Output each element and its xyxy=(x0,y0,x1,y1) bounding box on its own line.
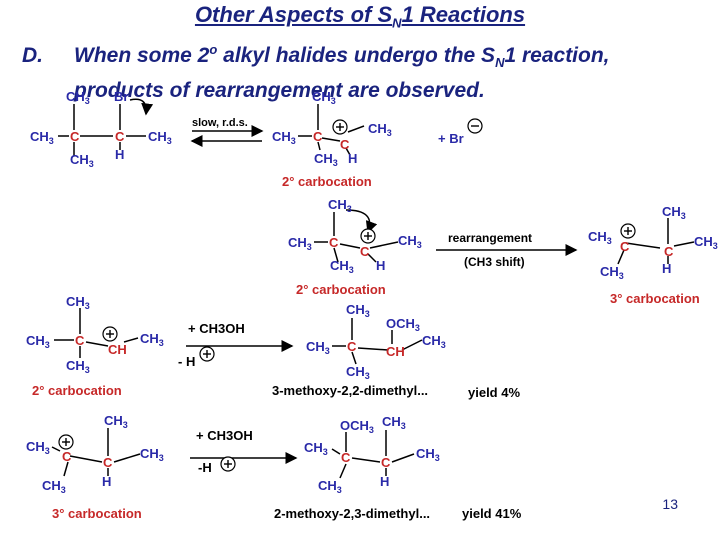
page-number: 13 xyxy=(662,496,678,512)
svg-text:C: C xyxy=(360,244,370,259)
svg-text:C: C xyxy=(329,235,339,250)
svg-text:CH3: CH3 xyxy=(318,478,342,495)
svg-text:CH3: CH3 xyxy=(314,151,338,168)
svg-text:CH3: CH3 xyxy=(588,229,612,246)
svg-text:CH3: CH3 xyxy=(26,333,50,350)
svg-text:C: C xyxy=(313,129,323,144)
svg-text:CH3: CH3 xyxy=(288,235,312,252)
svg-text:2° carbocation: 2° carbocation xyxy=(296,282,386,297)
svg-text:CH3: CH3 xyxy=(346,364,370,381)
svg-text:C: C xyxy=(341,450,351,465)
svg-text:C: C xyxy=(664,244,674,259)
svg-text:CH3: CH3 xyxy=(398,233,422,250)
svg-text:CH3: CH3 xyxy=(346,302,370,319)
point-d-heading: D.When some 2o alkyl halides undergo the… xyxy=(22,36,712,105)
svg-text:CH3: CH3 xyxy=(26,439,50,456)
svg-text:CH: CH xyxy=(386,344,405,359)
svg-text:C: C xyxy=(620,239,630,254)
svg-text:H: H xyxy=(376,258,385,273)
svg-text:CH3: CH3 xyxy=(70,152,94,169)
svg-text:C: C xyxy=(70,129,80,144)
svg-text:CH3: CH3 xyxy=(330,258,354,275)
svg-text:CH3: CH3 xyxy=(272,129,296,146)
svg-text:3° carbocation: 3° carbocation xyxy=(52,506,142,521)
svg-text:CH3: CH3 xyxy=(66,89,90,106)
svg-text:+ CH3OH: + CH3OH xyxy=(188,321,245,336)
heading-line-2: products of rearrangement are observed. xyxy=(74,79,485,103)
svg-text:C: C xyxy=(115,129,125,144)
svg-text:OCH3: OCH3 xyxy=(386,316,420,333)
svg-text:CH3: CH3 xyxy=(382,414,406,431)
svg-text:C: C xyxy=(62,449,72,464)
svg-text:CH3: CH3 xyxy=(368,121,392,138)
svg-text:CH3: CH3 xyxy=(328,197,352,214)
svg-text:CH3: CH3 xyxy=(148,129,172,146)
svg-text:C: C xyxy=(103,455,113,470)
svg-text:+ Br: + Br xyxy=(438,131,464,146)
svg-text:CH3: CH3 xyxy=(104,413,128,430)
svg-text:3-methoxy-2,2-dimethyl...: 3-methoxy-2,2-dimethyl... xyxy=(272,383,428,398)
svg-text:CH: CH xyxy=(108,342,127,357)
svg-text:2° carbocation: 2° carbocation xyxy=(32,383,122,398)
svg-text:H: H xyxy=(380,474,389,489)
svg-text:C: C xyxy=(75,333,85,348)
svg-text:H: H xyxy=(662,261,671,276)
svg-text:CH3: CH3 xyxy=(694,234,718,251)
svg-text:CH3: CH3 xyxy=(416,446,440,463)
svg-text:CH3: CH3 xyxy=(30,129,54,146)
slide-title: Other Aspects of SN1 Reactions xyxy=(194,2,526,31)
svg-text:CH3: CH3 xyxy=(306,339,330,356)
svg-text:CH3: CH3 xyxy=(600,264,624,281)
svg-text:CH3: CH3 xyxy=(304,440,328,457)
svg-text:2-methoxy-2,3-dimethyl...: 2-methoxy-2,3-dimethyl... xyxy=(274,506,430,521)
svg-text:CH3: CH3 xyxy=(66,358,90,375)
svg-text:slow, r.d.s.: slow, r.d.s. xyxy=(192,117,248,129)
svg-text:C: C xyxy=(347,339,357,354)
svg-text:CH3: CH3 xyxy=(42,478,66,495)
svg-text:CH3: CH3 xyxy=(140,331,164,348)
svg-text:2° carbocation: 2° carbocation xyxy=(282,174,372,189)
svg-text:H: H xyxy=(115,147,124,162)
svg-text:H: H xyxy=(348,151,357,166)
svg-text:CH3: CH3 xyxy=(312,89,336,106)
svg-text:yield 4%: yield 4% xyxy=(468,385,520,400)
svg-text:rearrangement: rearrangement xyxy=(448,231,532,245)
svg-text:yield 41%: yield 41% xyxy=(462,506,522,521)
svg-text:-H: -H xyxy=(198,460,212,475)
svg-text:OCH3: OCH3 xyxy=(340,418,374,435)
svg-text:H: H xyxy=(102,474,111,489)
svg-text:3° carbocation: 3° carbocation xyxy=(610,291,700,306)
svg-text:CH3: CH3 xyxy=(66,294,90,311)
point-label: D. xyxy=(22,44,43,67)
svg-text:(CH3 shift): (CH3 shift) xyxy=(464,255,525,269)
svg-text:+ CH3OH: + CH3OH xyxy=(196,428,253,443)
svg-text:CH3: CH3 xyxy=(422,333,446,350)
svg-text:CH3: CH3 xyxy=(662,204,686,221)
svg-text:- H: - H xyxy=(178,354,195,369)
svg-text:CH3: CH3 xyxy=(140,446,164,463)
svg-text:Br: Br xyxy=(114,89,128,104)
svg-text:C: C xyxy=(340,137,350,152)
svg-text:C: C xyxy=(381,455,391,470)
